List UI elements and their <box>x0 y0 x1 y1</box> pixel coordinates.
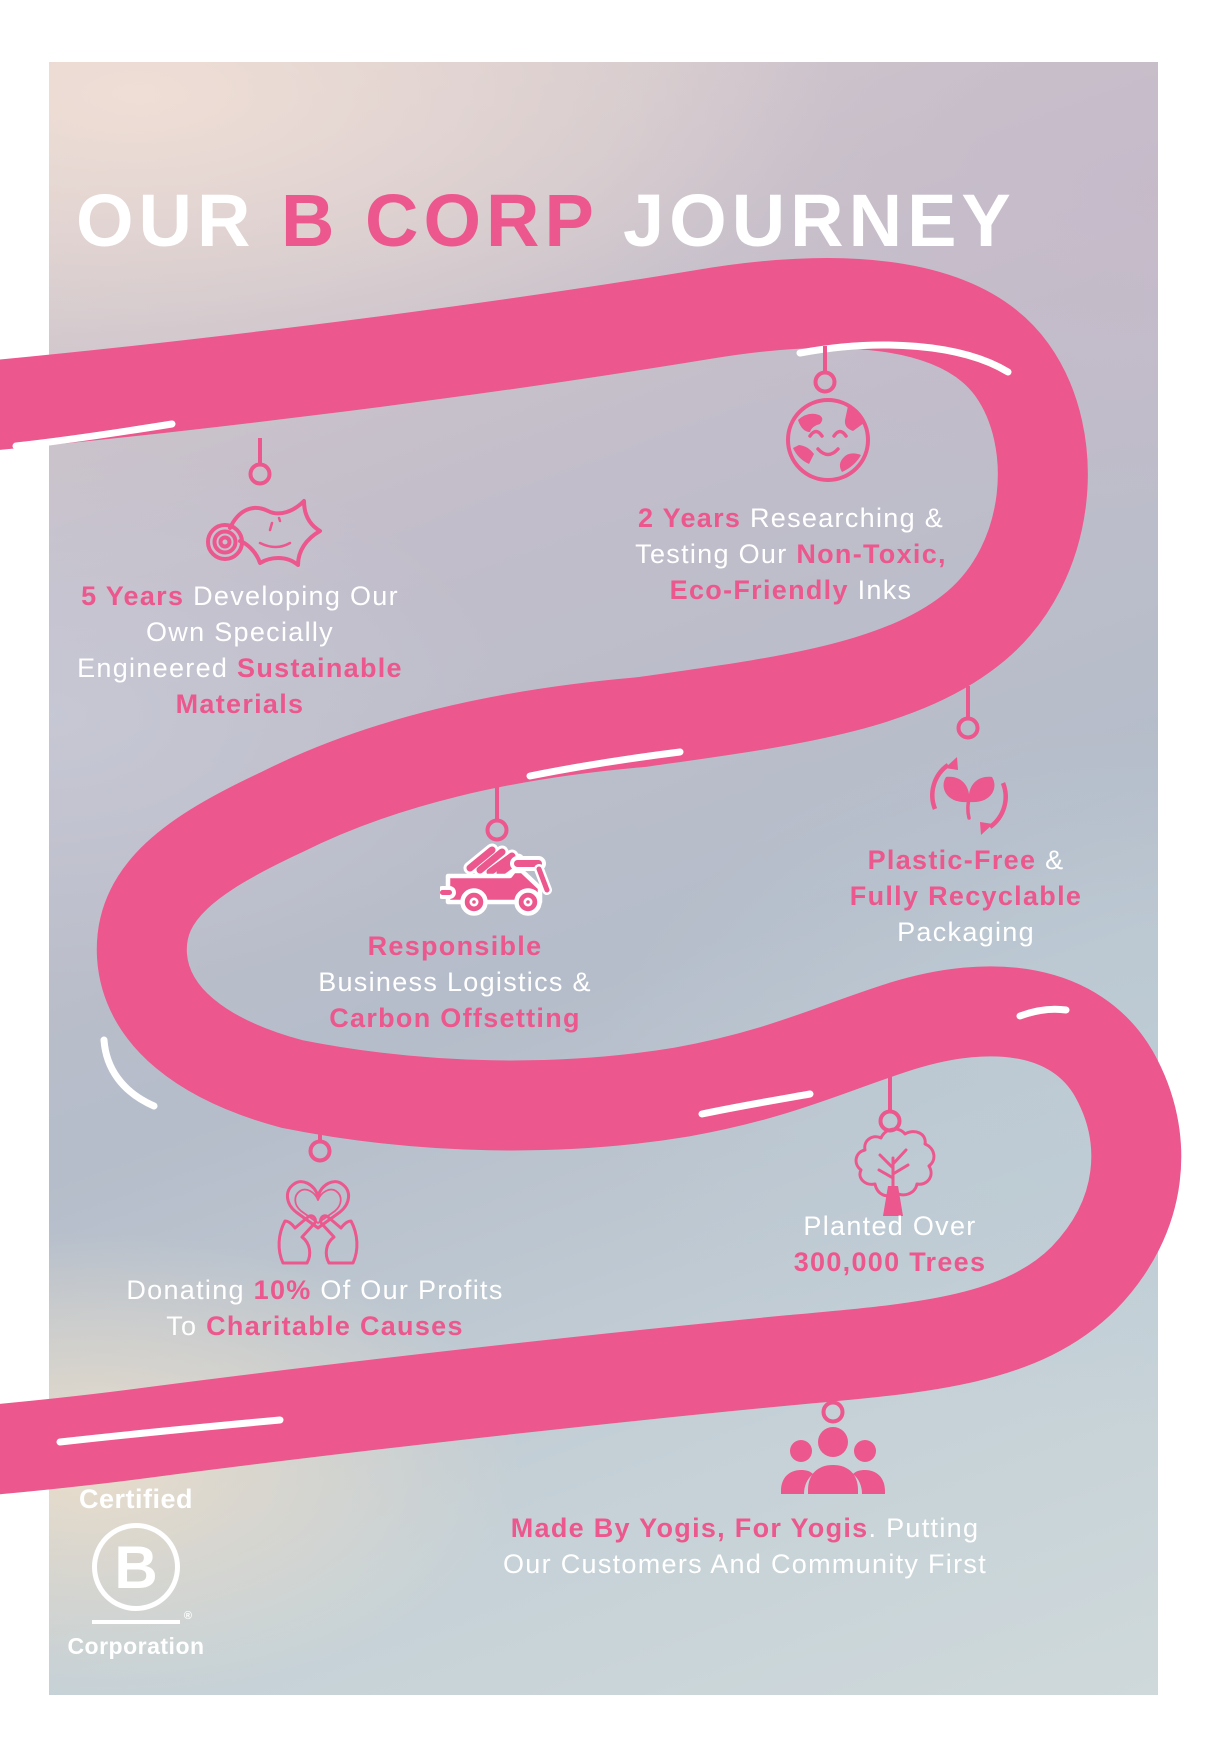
hanger-ring <box>308 1139 332 1163</box>
bcorp-registered-mark: ® <box>183 1610 192 1622</box>
hanger-string <box>258 438 262 464</box>
poster-title: OUR B CORP JOURNEY <box>76 183 1016 258</box>
title-b-corp: B CORP <box>281 178 598 262</box>
hanger-ring <box>813 370 837 394</box>
bcorp-letter: B <box>114 1533 158 1601</box>
bcorp-corporation-label: Corporation <box>67 1633 205 1659</box>
hanger-ring <box>485 818 509 842</box>
people-icon <box>779 1422 887 1506</box>
smiling-earth-icon <box>784 394 872 484</box>
delivery-truck-icon <box>436 838 556 916</box>
title-journey: JOURNEY <box>597 178 1016 262</box>
bcorp-circle-b: B <box>92 1523 180 1611</box>
hanger-string <box>831 1384 835 1404</box>
bcorp-certified-label: Certified <box>78 1484 194 1514</box>
bcorp-logo: Certified B ® Corporation <box>64 1484 208 1660</box>
hanger-string <box>318 1118 322 1142</box>
tree-icon <box>849 1124 937 1216</box>
milestone-text: 2 Years Researching &Testing Our Non-Tox… <box>635 503 947 605</box>
journey-path <box>0 258 1182 1495</box>
heart-in-hands-icon <box>268 1162 368 1266</box>
hanger-string <box>966 686 970 718</box>
bcorp-underline <box>92 1620 180 1624</box>
recyclable-leaves-icon <box>925 750 1013 840</box>
hanger-string <box>823 346 827 372</box>
hanger-string <box>495 772 499 820</box>
hanger-string <box>888 1056 892 1112</box>
hanger-ring <box>248 462 272 486</box>
title-our: OUR <box>76 178 281 262</box>
ribbon-highlight-dashes <box>12 341 1070 1446</box>
yoga-mat-icon <box>200 485 324 569</box>
hanger-ring <box>956 716 980 740</box>
hanger-ring <box>821 1400 845 1424</box>
